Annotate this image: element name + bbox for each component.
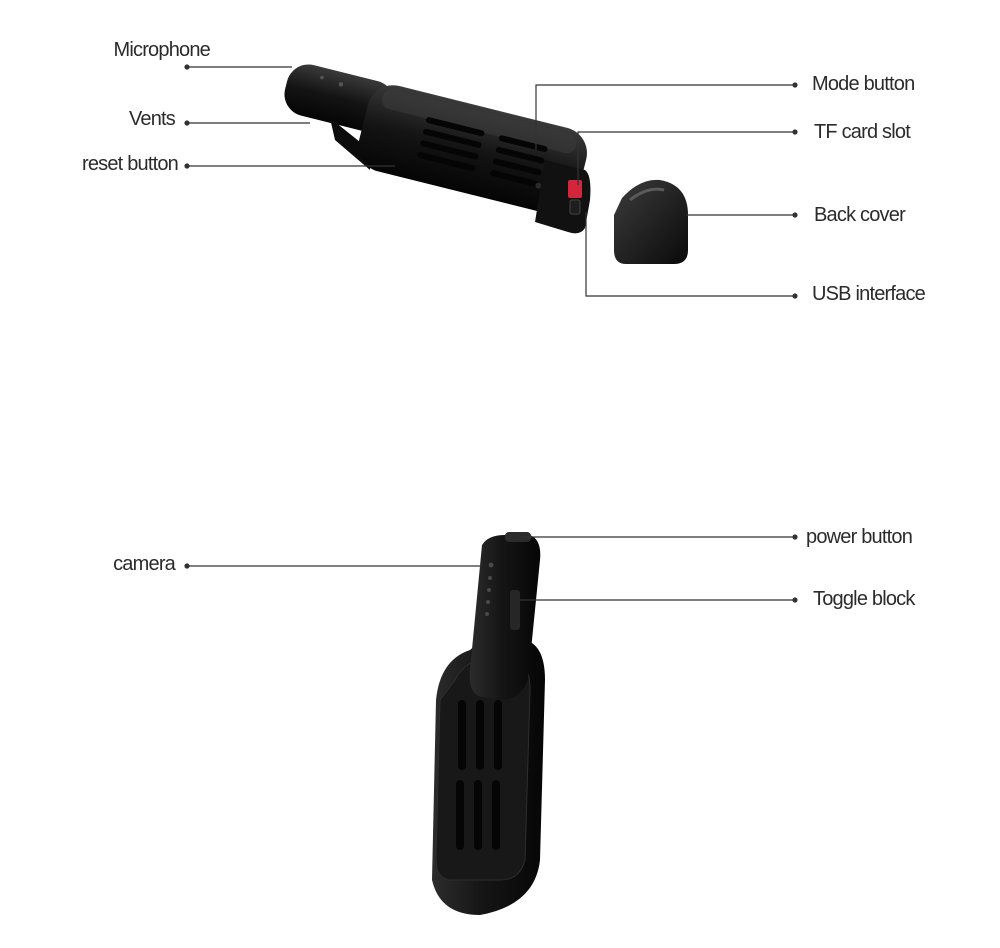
leader-lines — [187, 66, 795, 601]
vents-grille — [417, 117, 548, 187]
tf-card-red — [568, 180, 582, 198]
leader-usb-interface — [585, 212, 795, 297]
tf-slot-end — [535, 160, 591, 234]
leader-tf-card-slot — [577, 131, 795, 185]
label-toggle-block: Toggle block — [813, 588, 915, 610]
label-power-button: power button — [806, 526, 913, 548]
leader-dots — [184, 64, 798, 603]
camera-tube — [469, 535, 541, 700]
top-device-illustration — [284, 64, 688, 264]
label-vents: Vents — [128, 108, 176, 130]
back-cover-illustration — [614, 179, 688, 264]
label-usb-interface: USB interface — [812, 283, 926, 305]
label-camera: camera — [113, 553, 176, 575]
power-button-shape — [505, 532, 531, 542]
camera-lens-dots — [485, 562, 494, 616]
label-microphone: Microphone — [113, 39, 210, 61]
top-main-body — [358, 85, 587, 215]
leader-mode-button — [535, 84, 795, 150]
bottom-device-illustration — [432, 532, 545, 915]
label-tf-card-slot: TF card slot — [814, 121, 911, 143]
toggle-block-shape — [510, 590, 520, 630]
top-reset-button-shape — [535, 182, 542, 189]
label-back-cover: Back cover — [814, 204, 906, 226]
bottom-grille — [456, 700, 502, 850]
label-reset-button: reset button — [81, 153, 179, 175]
top-clip — [330, 118, 370, 170]
usb-port — [569, 199, 581, 215]
label-mode-button: Mode button — [812, 73, 915, 95]
